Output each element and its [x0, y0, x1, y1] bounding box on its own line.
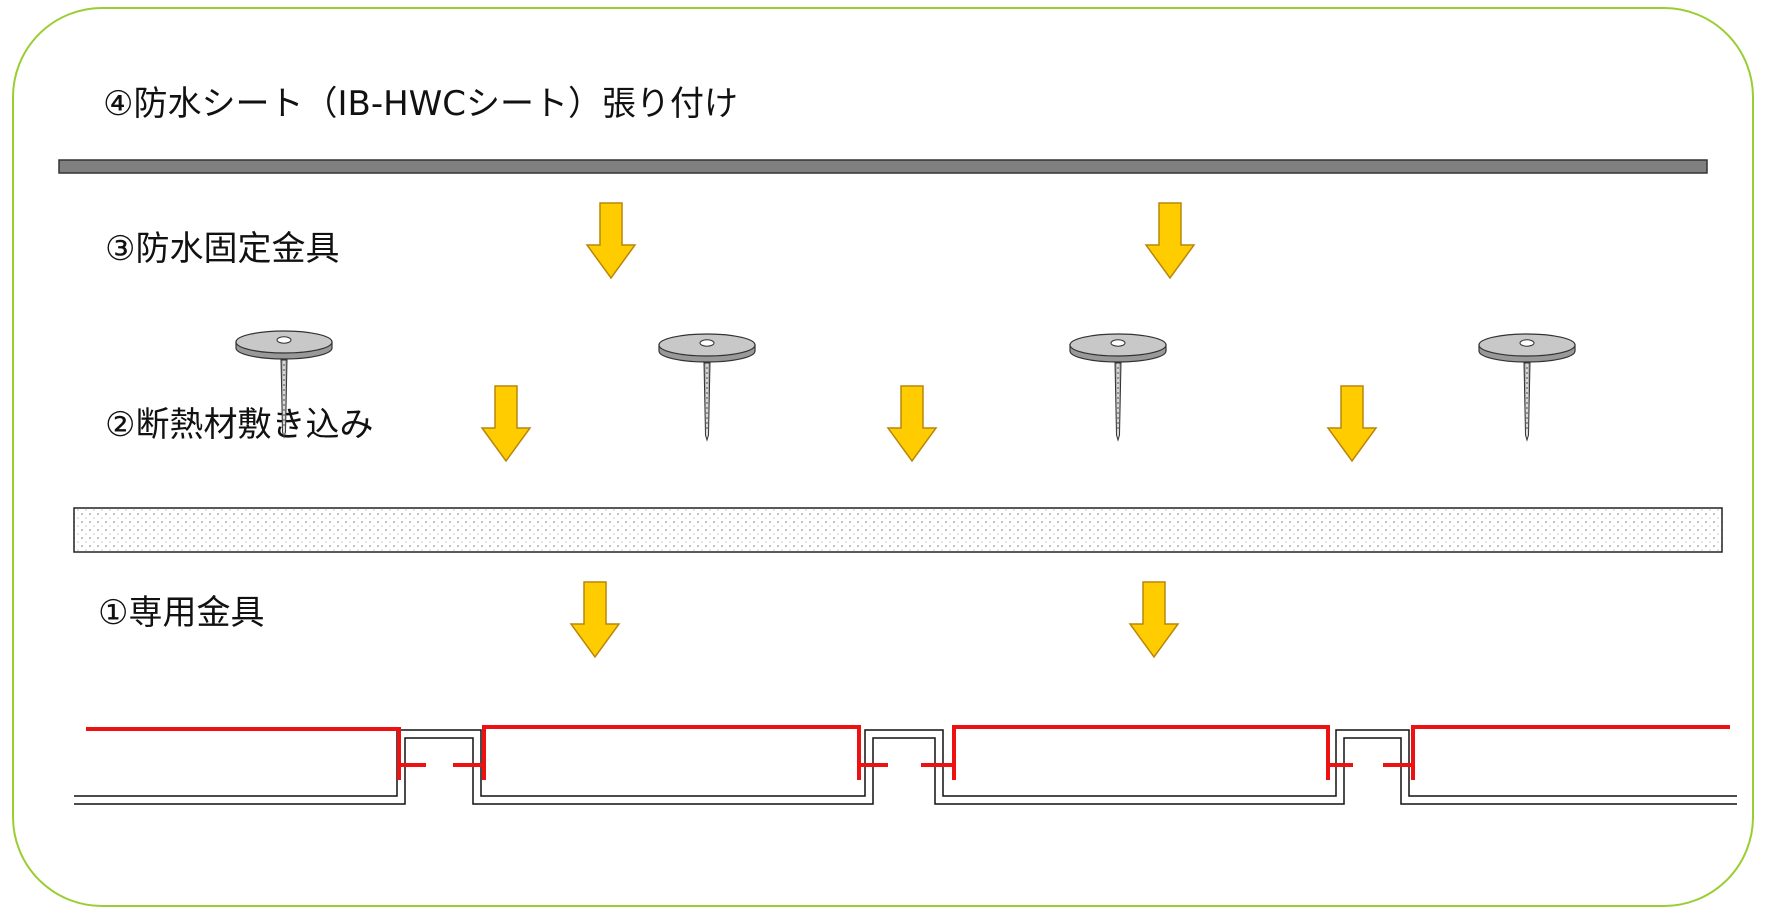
step3-label: ③防水固定金具	[105, 229, 340, 269]
step4-label: ④防水シート（IB-HWCシート）張り付け	[103, 84, 739, 124]
arrow-icon	[1128, 581, 1180, 659]
arrow-icon	[569, 581, 621, 659]
roof-deck-profile	[74, 729, 1737, 805]
arrow-icon	[1326, 385, 1378, 463]
waterproof-sheet	[58, 159, 1708, 174]
arrow-icon	[1144, 202, 1196, 280]
step2-label: ②断熱材敷き込み	[105, 405, 374, 445]
fastener-icon	[1069, 333, 1167, 442]
arrow-icon	[480, 385, 532, 463]
step1-label: ①専用金具	[98, 593, 265, 633]
insulation-board	[73, 507, 1723, 553]
construction-diagram	[58, 159, 1737, 805]
fastener-icon	[658, 333, 756, 442]
arrow-icon	[585, 202, 637, 280]
arrow-icon	[886, 385, 938, 463]
fastener-icon	[1478, 333, 1576, 442]
fastener-icon	[235, 330, 333, 439]
special-bracket	[86, 725, 1730, 780]
